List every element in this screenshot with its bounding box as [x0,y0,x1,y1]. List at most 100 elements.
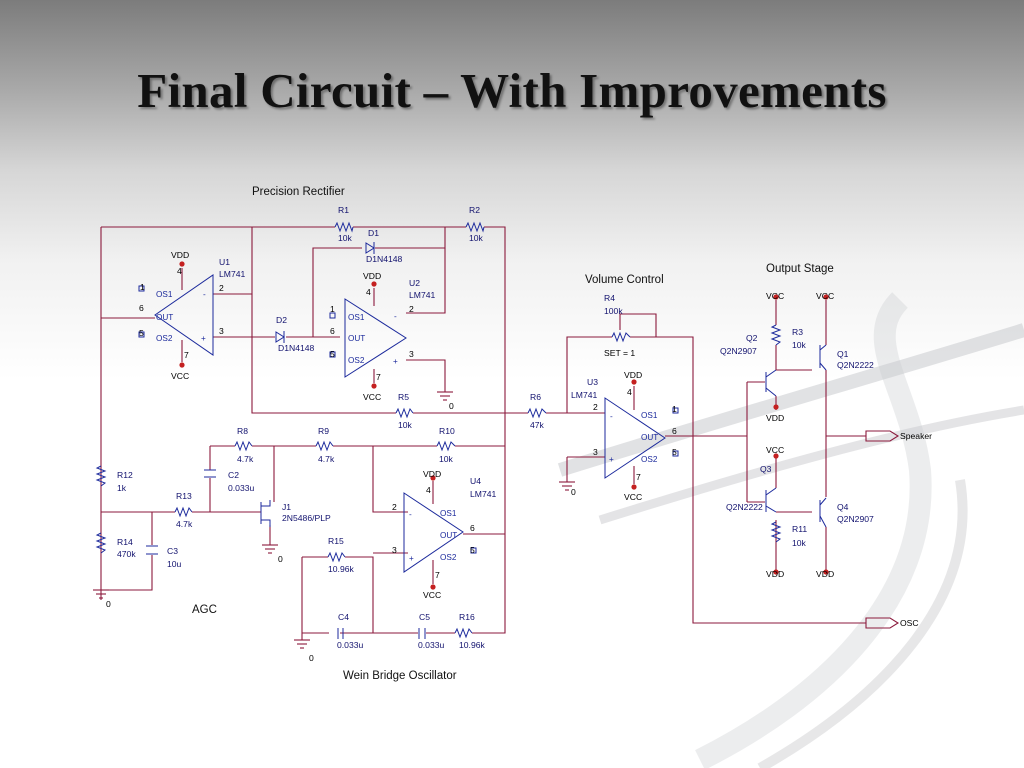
net-vdd-u1: VDD [171,250,189,260]
label-r15-value: 10.96k [328,564,355,574]
label-r9-ref: R9 [318,426,329,436]
u4-pin-4: 4 [426,485,431,495]
net-vcc-q3: VCC [766,445,784,455]
label-c4-value: 0.033u [337,640,364,650]
net-gnd-u2: 0 [449,401,454,411]
u4-pin-6: 6 [470,523,475,533]
label-q4-ref: Q4 [837,502,849,512]
transistor-symbols [765,294,829,575]
opamp-u3 [604,379,679,490]
label-u4-ref: U4 [470,476,481,486]
label-r10-ref: R10 [439,426,455,436]
u2-pin-5: 5 [330,349,335,359]
capacitor-symbols [146,469,426,639]
net-vdd-u4: VDD [423,469,441,479]
u4-pin-os2: OS2 [440,553,457,562]
u2-pin-3: 3 [409,349,414,359]
u3-pin-1: 1 [672,404,677,414]
u3-pin-6: 6 [672,426,677,436]
u2-pin-os1: OS1 [348,313,365,322]
net-vdd-u3: VDD [624,370,642,380]
u2-pin-minus: - [394,312,397,321]
label-c3-value: 10u [167,559,182,569]
net-vdd-r11: VDD [766,569,784,579]
net-vdd-q2: VDD [766,413,784,423]
label-u4-value: LM741 [470,489,496,499]
label-r6-ref: R6 [530,392,541,402]
section-agc: AGC [192,604,217,616]
u1-pin-1: 1 [140,282,145,292]
label-r12-ref: R12 [117,470,133,480]
label-r4-ref: R4 [604,293,615,303]
u1-pin-os2: OS2 [156,334,173,343]
label-r5-value: 10k [398,420,413,430]
label-r10-value: 10k [439,454,454,464]
resistor-symbols [95,221,782,639]
net-labels: VDD VCC VDD VCC VDD VCC VDD VCC VCC VCC … [106,250,834,663]
label-q1-ref: Q1 [837,349,849,359]
label-r2-value: 10k [469,233,484,243]
u1-pin-minus: - [203,290,206,299]
label-d2-ref: D2 [276,315,287,325]
label-r14-value: 470k [117,549,136,559]
u1-pin-5: 5 [139,328,144,338]
label-r15-ref: R15 [328,536,344,546]
label-q1-value: Q2N2222 [837,360,874,370]
label-u2-ref: U2 [409,278,420,288]
u2-pin-1: 1 [330,304,335,314]
u1-pin-3: 3 [219,326,224,336]
label-c4-ref: C4 [338,612,349,622]
net-vcc-u3: VCC [624,492,642,502]
label-r4-value: 100k [604,306,623,316]
net-gnd-agc: 0 [106,599,111,609]
label-r2-ref: R2 [469,205,480,215]
label-q3-ref: Q3 [760,464,772,474]
jfet-j1 [260,500,271,527]
u4-pin-os1: OS1 [440,509,457,518]
label-r1-ref: R1 [338,205,349,215]
net-vcc-q2: VCC [766,291,784,301]
net-gnd-j1: 0 [278,554,283,564]
net-vdd-u2: VDD [363,271,381,281]
label-u2-value: LM741 [409,290,435,300]
label-r6-value: 47k [530,420,545,430]
u3-pin-minus: - [610,412,613,421]
label-u3-ref: U3 [587,377,598,387]
label-u3-value: LM741 [571,390,597,400]
label-r8-value: 4.7k [237,454,254,464]
u1-pin-6: 6 [139,303,144,313]
label-d1-ref: D1 [368,228,379,238]
label-r14-ref: R14 [117,537,133,547]
u4-pin-out: OUT [440,531,457,540]
u1-pin-out: OUT [156,313,173,322]
wire-network [100,226,866,640]
net-vdd-q4: VDD [816,569,834,579]
u4-pin-plus: + [409,554,414,563]
section-output-stage: Output Stage [766,263,834,275]
label-d2-value: D1N4148 [278,343,315,353]
label-u1-value: LM741 [219,269,245,279]
u2-pin-os2: OS2 [348,356,365,365]
u1-pin-2: 2 [219,283,224,293]
u4-pin-3: 3 [392,545,397,555]
u3-pin-2: 2 [593,402,598,412]
label-j1-value: 2N5486/PLP [282,513,331,523]
net-vcc-u1: VCC [171,371,189,381]
label-r3-value: 10k [792,340,807,350]
u1-pin-4: 4 [177,266,182,276]
u2-pin-2: 2 [409,304,414,314]
net-vcc-q1: VCC [816,291,834,301]
label-r3-ref: R3 [792,327,803,337]
opamp-u2 [329,281,407,389]
section-wein-bridge: Wein Bridge Oscillator [343,670,457,682]
label-j1-ref: J1 [282,502,291,512]
label-q2-value: Q2N2907 [720,346,757,356]
label-r4-set: SET = 1 [604,348,635,358]
net-gnd-u3: 0 [571,487,576,497]
u3-pin-5: 5 [672,447,677,457]
label-r1-value: 10k [338,233,353,243]
label-r13-ref: R13 [176,491,192,501]
u2-pin-out: OUT [348,334,365,343]
diode-symbols [275,242,375,343]
